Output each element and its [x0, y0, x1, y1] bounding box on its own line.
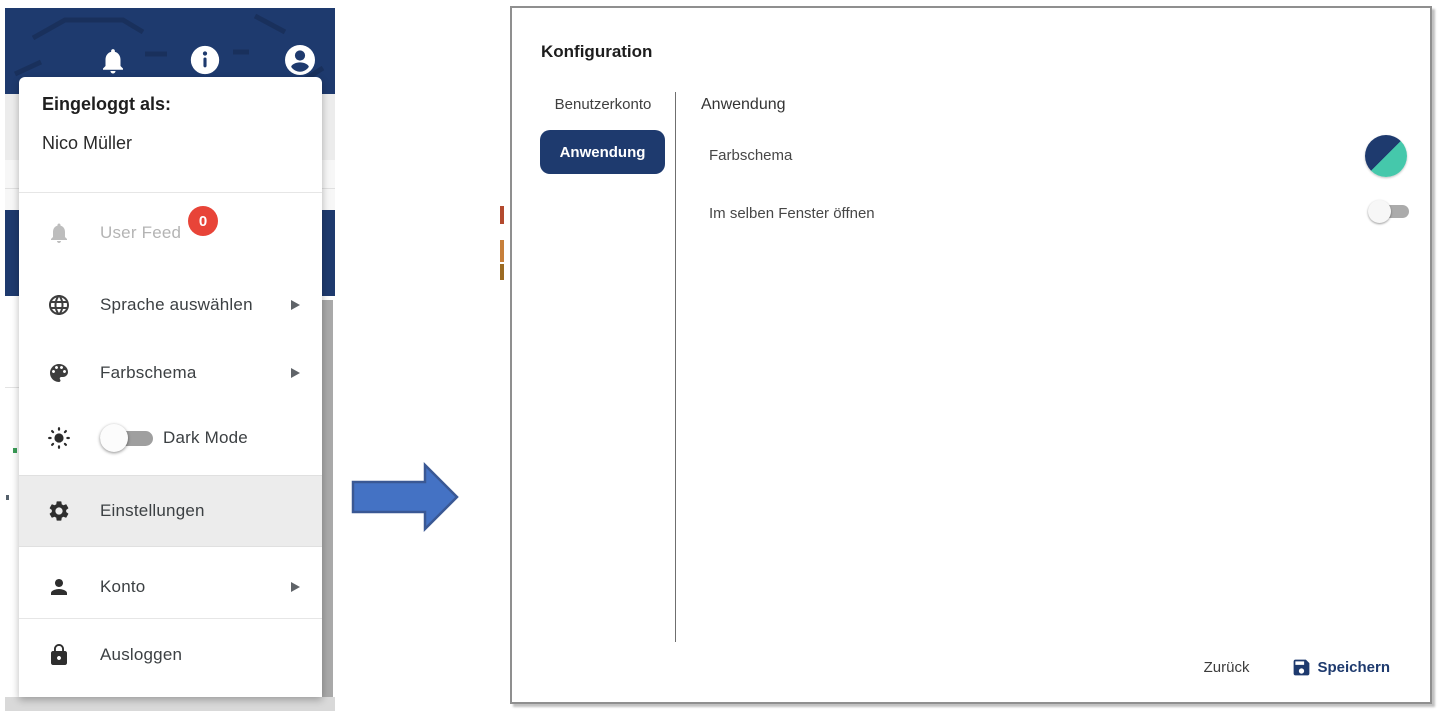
screenshot-bottom-strip: [5, 697, 335, 711]
header-pattern: [13, 13, 325, 85]
transition-arrow: [348, 460, 462, 534]
menu-item-label: Ausloggen: [100, 645, 183, 664]
gear-icon: [47, 499, 71, 523]
menu-item-language[interactable]: Sprache auswählen: [19, 270, 322, 340]
background-fragment: [500, 240, 504, 262]
dark-mode-toggle[interactable]: [100, 424, 153, 452]
app-screenshot-region: Eingeloggt als: Nico Müller User Feed 0 …: [5, 8, 335, 711]
background-divider: [5, 387, 19, 388]
menu-item-color-scheme[interactable]: Farbschema: [19, 338, 322, 408]
palette-icon: [47, 361, 71, 385]
user-name: Nico Müller: [42, 133, 133, 153]
menu-item-label: Einstellungen: [100, 501, 205, 520]
tab-benutzerkonto[interactable]: Benutzerkonto: [554, 96, 652, 113]
logged-in-as-label: Eingeloggt als:: [42, 94, 172, 114]
toggle-knob: [100, 424, 128, 452]
tab-anwendung[interactable]: Anwendung: [540, 130, 665, 174]
menu-item-label: User Feed: [100, 223, 182, 242]
setting-label-farbschema: Farbschema: [709, 147, 793, 164]
background-fragment: [500, 264, 504, 280]
dialog-title: Konfiguration: [541, 42, 653, 61]
save-button-label: Speichern: [1317, 658, 1390, 676]
chevron-right-icon: [291, 300, 300, 310]
chevron-right-icon: [291, 582, 300, 592]
menu-item-account[interactable]: Konto: [19, 552, 322, 622]
notification-count-badge: 0: [188, 206, 218, 236]
notifications-bell-icon[interactable]: [98, 45, 128, 77]
menu-item-label: Farbschema: [100, 363, 197, 382]
menu-item-label: Sprache auswählen: [100, 295, 253, 314]
setting-label-same-window: Im selben Fenster öffnen: [709, 205, 875, 222]
person-icon: [47, 575, 71, 599]
menu-item-logout[interactable]: Ausloggen: [19, 620, 322, 690]
sun-icon: [47, 426, 71, 450]
globe-icon: [47, 293, 71, 317]
account-icon[interactable]: [282, 42, 318, 78]
background-fragment: [500, 206, 504, 224]
configuration-dialog: Konfiguration Benutzerkonto Anwendung An…: [510, 6, 1432, 704]
info-icon[interactable]: [188, 43, 222, 77]
menu-item-label: Dark Mode: [163, 428, 248, 447]
chevron-right-icon: [291, 368, 300, 378]
color-scheme-swatch[interactable]: [1365, 135, 1407, 177]
toggle-knob: [1368, 200, 1391, 223]
user-dropdown-menu: Eingeloggt als: Nico Müller User Feed 0 …: [19, 77, 322, 697]
save-disk-icon: [1291, 657, 1312, 678]
dialog-footer: Zurück Speichern: [512, 652, 1390, 682]
menu-divider: [19, 192, 322, 193]
bell-icon: [47, 221, 71, 245]
page-scrollbar[interactable]: [322, 300, 333, 697]
lock-icon: [47, 643, 71, 667]
menu-item-user-feed[interactable]: User Feed 0: [19, 198, 322, 268]
section-heading: Anwendung: [701, 96, 786, 113]
back-button[interactable]: Zurück: [1203, 658, 1250, 676]
menu-item-label: Konto: [100, 577, 146, 596]
menu-item-dark-mode: Dark Mode: [19, 403, 322, 473]
same-window-toggle[interactable]: [1368, 200, 1410, 223]
sidebar-divider: [675, 92, 676, 642]
save-button[interactable]: Speichern: [1291, 657, 1390, 678]
background-text-fragment: [6, 495, 9, 500]
background-text-fragment: [13, 448, 17, 453]
menu-item-settings[interactable]: Einstellungen: [19, 475, 322, 547]
menu-divider: [19, 618, 322, 619]
